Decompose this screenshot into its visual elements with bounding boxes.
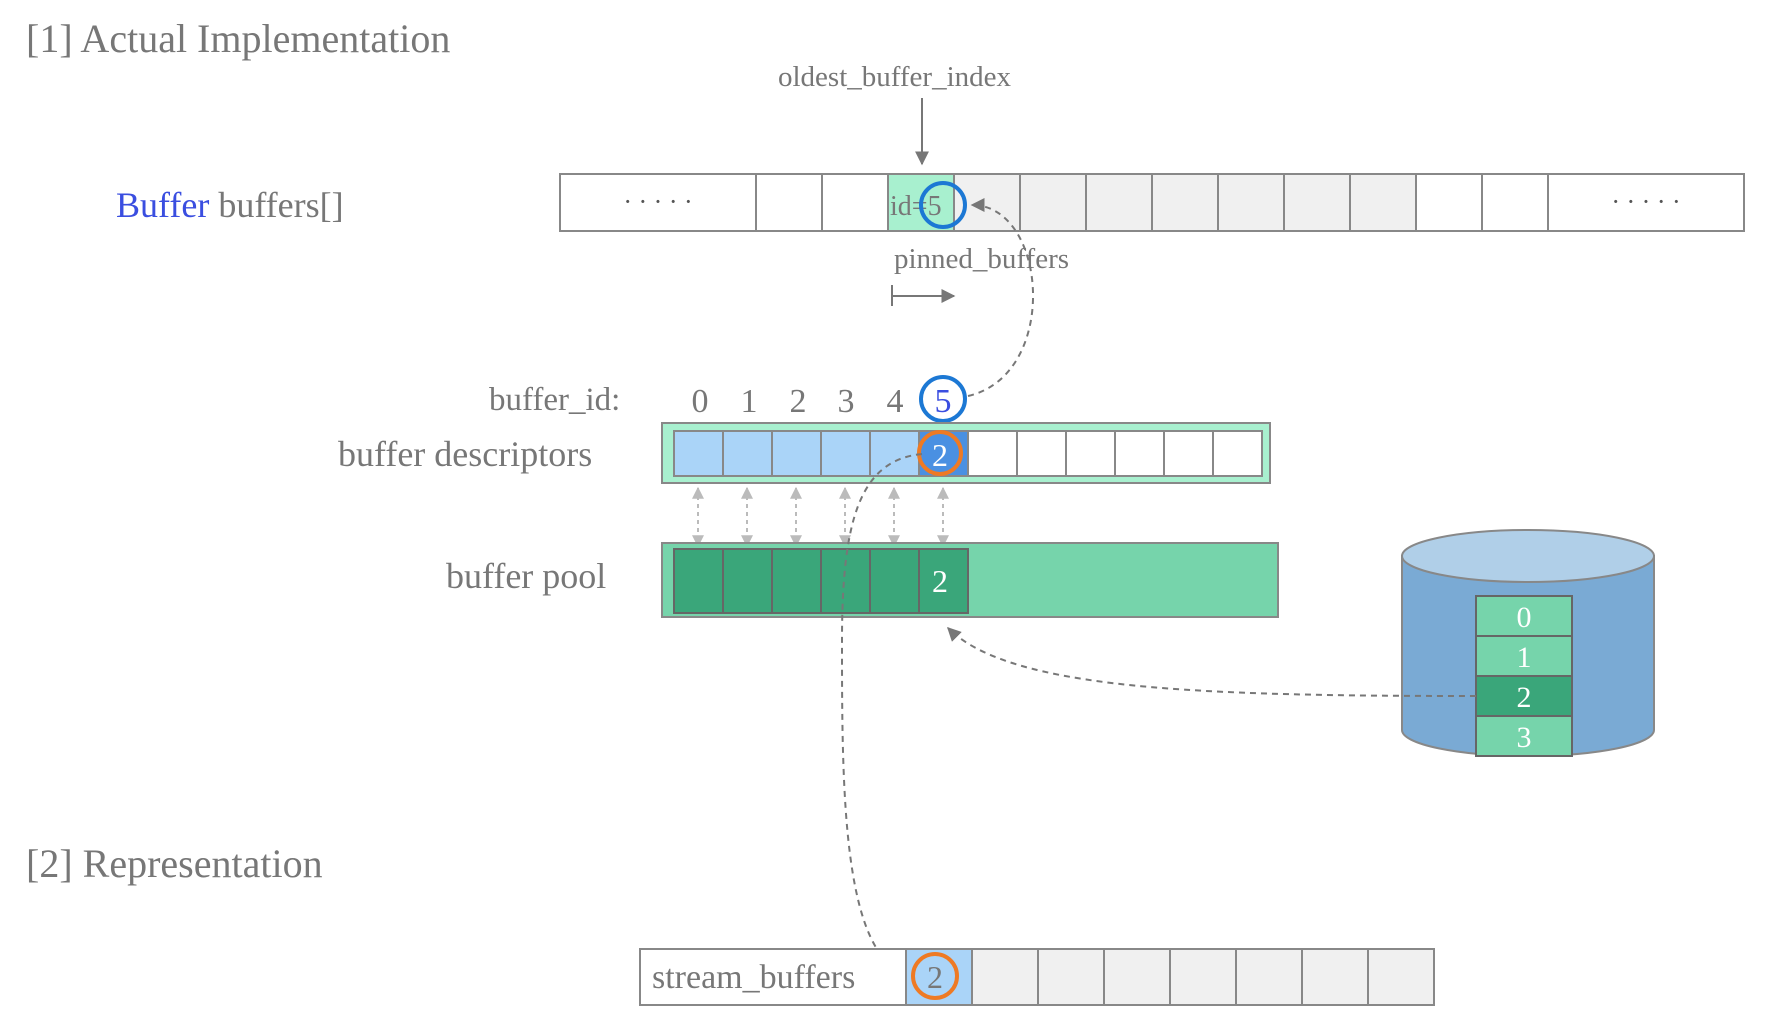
buffers-cell	[1217, 173, 1285, 232]
buffer-pool-label: buffer pool	[446, 556, 606, 596]
buffer-id-1: 1	[741, 383, 758, 420]
disk-top	[1401, 529, 1655, 583]
descriptor-cell	[722, 430, 773, 477]
stream-buffers-label-cell	[639, 948, 907, 1006]
buffer-id-5: 5	[935, 383, 952, 420]
descriptor-cell	[1212, 430, 1263, 477]
disk-page-label: 3	[1517, 721, 1532, 754]
stream-cells	[905, 948, 1435, 1006]
descriptor-cells	[673, 430, 1263, 477]
stream-cell	[971, 948, 1039, 1006]
stream-first-circle	[911, 952, 959, 1000]
stream-first-value: 2	[927, 959, 943, 995]
buffers-cell	[1085, 173, 1153, 232]
pinned-buffers-label: pinned_buffers	[894, 243, 1069, 275]
buffers-name-label: buffers[]	[209, 185, 343, 225]
buffers-cell	[1349, 173, 1417, 232]
descriptor-cell	[1163, 430, 1214, 477]
section1-title: [1] Actual Implementation	[26, 16, 450, 61]
stream-cell	[1037, 948, 1105, 1006]
pool-cell	[869, 548, 920, 614]
buffers-cell	[1481, 173, 1549, 232]
buffers-cell	[1283, 173, 1351, 232]
buffer-id-0: 0	[692, 383, 709, 420]
pool-cells	[673, 548, 969, 614]
pool-cell-highlight	[918, 548, 969, 614]
pool-highlight-value: 2	[932, 563, 948, 599]
disk-page	[1475, 595, 1573, 637]
buffers-cell	[755, 173, 823, 232]
buffer-id-2: 2	[790, 383, 807, 420]
buffers-cell-ellipsis-right	[1547, 173, 1745, 232]
descriptor-cell	[967, 430, 1018, 477]
stream-cell	[1235, 948, 1303, 1006]
id-link-arrow	[967, 198, 1034, 397]
stream-cell	[1367, 948, 1435, 1006]
buffers-array	[559, 173, 1745, 232]
descriptor-cell	[1016, 430, 1067, 477]
disk-page-label: 0	[1517, 601, 1532, 634]
descriptor-pool-links	[692, 486, 949, 548]
disk-page-label: 2	[1517, 681, 1532, 714]
disk-page-label: 1	[1517, 641, 1532, 674]
descriptor-cell	[820, 430, 871, 477]
disk-page-highlight	[1475, 675, 1573, 717]
buffers-cell	[1415, 173, 1483, 232]
buffer-descriptors-label: buffer descriptors	[338, 434, 592, 474]
stream-buffers-label: stream_buffers	[652, 959, 855, 996]
buffer-id-label: buffer_id:	[489, 382, 620, 418]
buffers-cell	[1151, 173, 1219, 232]
disk-load-arrow	[947, 627, 1477, 697]
descriptor-cell	[1114, 430, 1165, 477]
descriptor-cell	[673, 430, 724, 477]
buffer-type-label: Buffer	[116, 185, 209, 225]
buffer-id-3: 3	[838, 383, 855, 420]
buffer-id-text: id=5	[890, 191, 942, 222]
buffer-id-5-circle	[919, 375, 967, 423]
buffers-array-label: Buffer buffers[]	[116, 185, 344, 225]
buffers-ellipsis-right: · · · · ·	[1611, 187, 1680, 216]
descriptor-highlight-circle	[917, 430, 963, 476]
stream-cell	[1103, 948, 1171, 1006]
disk-icon	[1401, 529, 1655, 757]
pool-cell	[820, 548, 871, 614]
buffers-cell	[821, 173, 889, 232]
section2-title: [2] Representation	[26, 841, 323, 886]
descriptor-cell	[771, 430, 822, 477]
pool-cell	[673, 548, 724, 614]
descriptor-cell	[869, 430, 920, 477]
pool-cell	[722, 548, 773, 614]
disk-page	[1475, 635, 1573, 677]
descriptor-cell	[1065, 430, 1116, 477]
stream-link-arrow	[840, 453, 923, 980]
oldest-buffer-index-label: oldest_buffer_index	[778, 61, 1012, 93]
stream-cell	[1169, 948, 1237, 1006]
pool-cell	[771, 548, 822, 614]
stream-cell	[1301, 948, 1369, 1006]
buffer-id-4: 4	[887, 383, 904, 420]
buffers-cell	[1019, 173, 1087, 232]
descriptor-highlight-value: 2	[932, 437, 948, 473]
buffers-ellipsis-left: · · · · ·	[623, 187, 692, 216]
disk-page	[1475, 715, 1573, 757]
buffer-id-value: 5	[928, 191, 942, 222]
buffer-id-circle	[919, 181, 967, 229]
